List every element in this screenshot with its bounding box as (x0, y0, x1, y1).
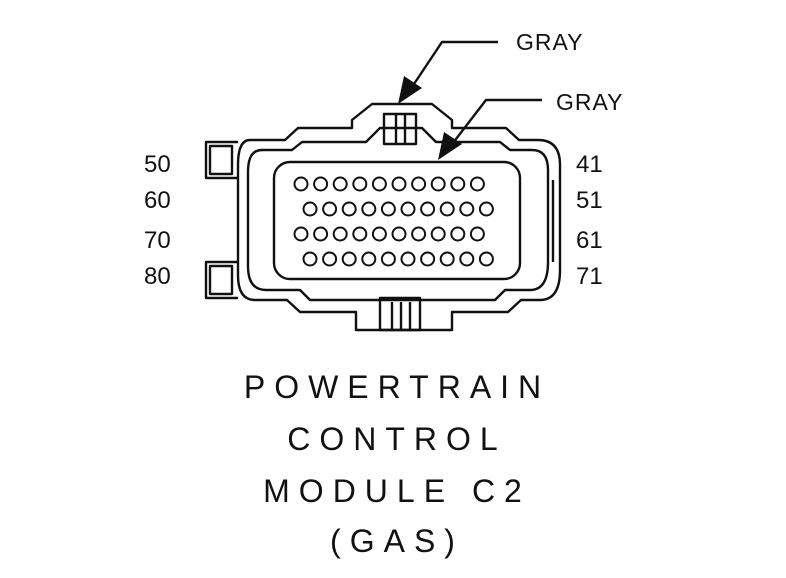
pin-cavity (313, 226, 329, 242)
pin-label-left-2: 60 (144, 187, 171, 214)
gray-callout-top-label: GRAY (516, 29, 583, 55)
pin-cavity (313, 176, 329, 192)
left-lower-tab (204, 260, 238, 300)
caption-line-4: (GAS) (330, 523, 464, 559)
pin-label-right-2: 51 (576, 187, 603, 214)
pin-cavity (302, 201, 318, 217)
pin-label-right-4: 71 (576, 263, 603, 290)
pin-cavity (459, 201, 475, 217)
pin-cavity (478, 201, 494, 217)
pin-cavity (361, 201, 377, 217)
pin-cavity (322, 201, 338, 217)
pin-grid (293, 176, 494, 267)
pin-cavity (391, 176, 407, 192)
pin-label-left-1: 50 (144, 151, 171, 178)
pin-cavity (400, 201, 416, 217)
pin-cavity (400, 251, 416, 267)
gray-callout-second-leader (438, 98, 542, 160)
pin-cavity (352, 226, 368, 242)
pin-cavity (371, 226, 387, 242)
pin-cavity (293, 176, 309, 192)
pin-cavity (411, 226, 427, 242)
pin-cavity (302, 251, 318, 267)
pin-cavity (332, 176, 348, 192)
gray-callout-second-label: GRAY (556, 89, 623, 115)
pin-label-left-4: 80 (144, 263, 171, 290)
left-upper-tab (204, 140, 238, 180)
pin-label-right-1: 41 (576, 151, 603, 178)
pin-cavity (420, 251, 436, 267)
pin-cavity (420, 201, 436, 217)
connector-outer-shell (236, 102, 562, 332)
pin-cavity (352, 176, 368, 192)
gray-callout-top-leader (398, 40, 498, 104)
pin-label-right-3: 61 (576, 227, 603, 254)
pin-cavity (322, 251, 338, 267)
bottom-latch (378, 296, 422, 332)
pin-cavity (380, 251, 396, 267)
pin-cavity (293, 226, 309, 242)
pin-cavity (341, 251, 357, 267)
pin-cavity (459, 251, 475, 267)
caption-line-2: CONTROL (287, 421, 506, 457)
pin-label-left-3: 70 (144, 227, 171, 254)
pin-cavity (361, 251, 377, 267)
pin-cavity-face (272, 160, 522, 281)
pin-cavity (478, 251, 494, 267)
pin-cavity (430, 176, 446, 192)
pin-cavity (450, 226, 466, 242)
pin-cavity (469, 176, 485, 192)
pin-cavity (332, 226, 348, 242)
pin-cavity (371, 176, 387, 192)
pin-cavity (341, 201, 357, 217)
pin-cavity (439, 251, 455, 267)
pin-cavity (450, 176, 466, 192)
caption-line-3: MODULE C2 (263, 473, 531, 509)
pin-cavity (411, 176, 427, 192)
pin-cavity (391, 226, 407, 242)
pin-cavity (430, 226, 446, 242)
pin-cavity (439, 201, 455, 217)
pin-cavity (380, 201, 396, 217)
top-latch (382, 112, 418, 146)
caption-line-1: POWERTRAIN (244, 369, 550, 405)
connector-inner-shell (246, 126, 550, 302)
pin-cavity (469, 226, 485, 242)
